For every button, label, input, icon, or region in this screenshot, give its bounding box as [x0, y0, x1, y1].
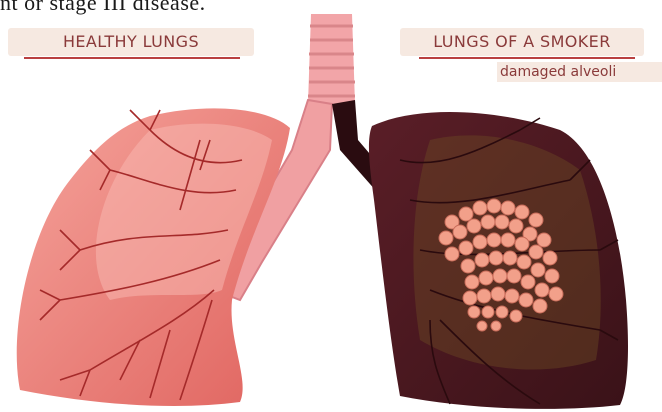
lungs-illustration	[0, 0, 662, 412]
